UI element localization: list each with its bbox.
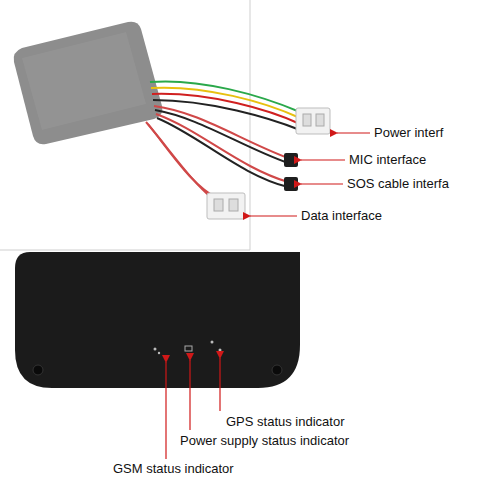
callout-label: Power interf	[374, 125, 443, 141]
callout-label: GPS status indicator	[226, 414, 345, 430]
callout-label: MIC interface	[349, 152, 426, 168]
panel-border	[250, 0, 251, 250]
callout-label: Power supply status indicator	[180, 433, 349, 449]
data-connector	[207, 193, 245, 219]
power-connector	[296, 108, 330, 134]
callout-label: Data interface	[301, 208, 382, 224]
callout-label: GSM status indicator	[113, 461, 234, 477]
callout-label: SOS cable interfa	[347, 176, 449, 192]
panel-border	[0, 250, 250, 251]
tracker-side	[15, 252, 300, 388]
leader-arrows	[250, 133, 370, 216]
wires	[146, 81, 300, 200]
sos-connector	[284, 177, 298, 191]
tracker-body	[14, 22, 163, 145]
mic-connector	[284, 153, 298, 167]
indicators	[154, 341, 222, 355]
tracker-face	[22, 32, 146, 130]
